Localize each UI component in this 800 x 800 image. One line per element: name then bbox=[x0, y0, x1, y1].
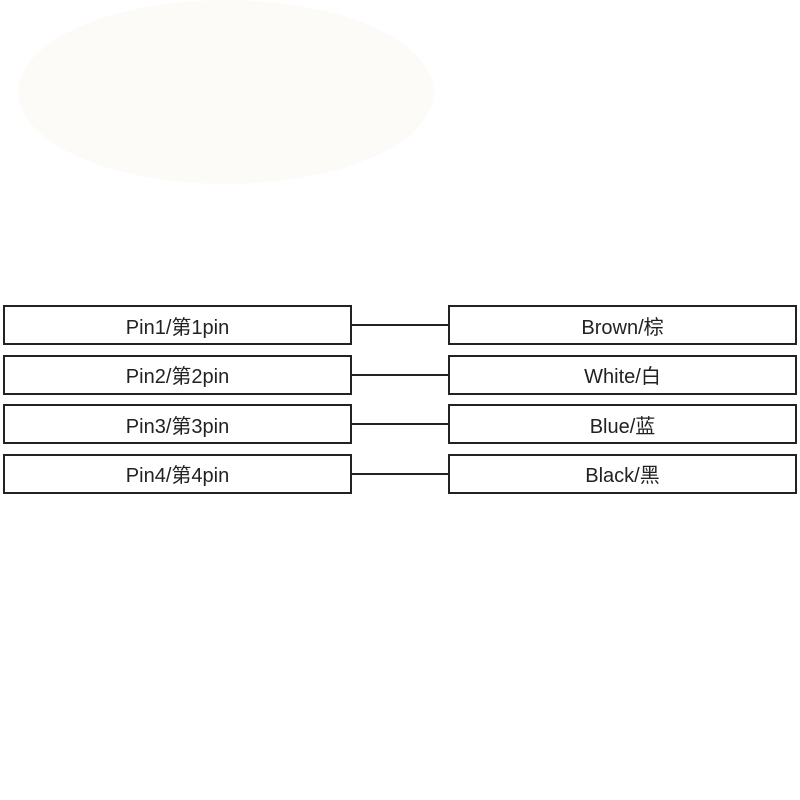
wire-row-2: Pin2/第2pin White/白 bbox=[0, 354, 800, 395]
color-box-4: Black/黑 bbox=[448, 453, 797, 494]
pin-label-1: Pin1/第1pin bbox=[125, 316, 230, 339]
color-label-2: White/白 bbox=[584, 366, 661, 388]
color-label-1: Brown/棕 bbox=[581, 316, 664, 339]
wire-line-4 bbox=[352, 472, 448, 475]
wire-row-4: Pin4/第4pin Black/黑 bbox=[0, 453, 800, 494]
wire-line-2 bbox=[352, 373, 448, 376]
pin-box-3: Pin3/第3pin bbox=[3, 404, 352, 444]
pin-label-3: Pin3/第3pin bbox=[125, 415, 230, 438]
color-box-2: White/白 bbox=[448, 354, 797, 395]
color-box-1: Brown/棕 bbox=[448, 305, 797, 345]
pin-box-1: Pin1/第1pin bbox=[3, 305, 352, 345]
wire-line-3 bbox=[352, 423, 448, 425]
pin-label-4: Pin4/第4pin bbox=[125, 465, 230, 487]
color-box-3: Blue/蓝 bbox=[448, 404, 797, 444]
pin-box-2: Pin2/第2pin bbox=[3, 354, 352, 395]
color-label-3: Blue/蓝 bbox=[589, 415, 656, 438]
pin-box-4: Pin4/第4pin bbox=[3, 453, 352, 494]
wire-line-1 bbox=[352, 324, 448, 326]
pin-label-2: Pin2/第2pin bbox=[125, 366, 230, 388]
pin-wire-table: Pin1/第1pin Brown/棕 Pin2/第2pin White/白 Pi… bbox=[0, 305, 800, 503]
wire-row-3: Pin3/第3pin Blue/蓝 bbox=[0, 404, 800, 444]
wire-row-1: Pin1/第1pin Brown/棕 bbox=[0, 305, 800, 345]
color-label-4: Black/黑 bbox=[585, 465, 660, 487]
background-blob bbox=[18, 0, 434, 184]
